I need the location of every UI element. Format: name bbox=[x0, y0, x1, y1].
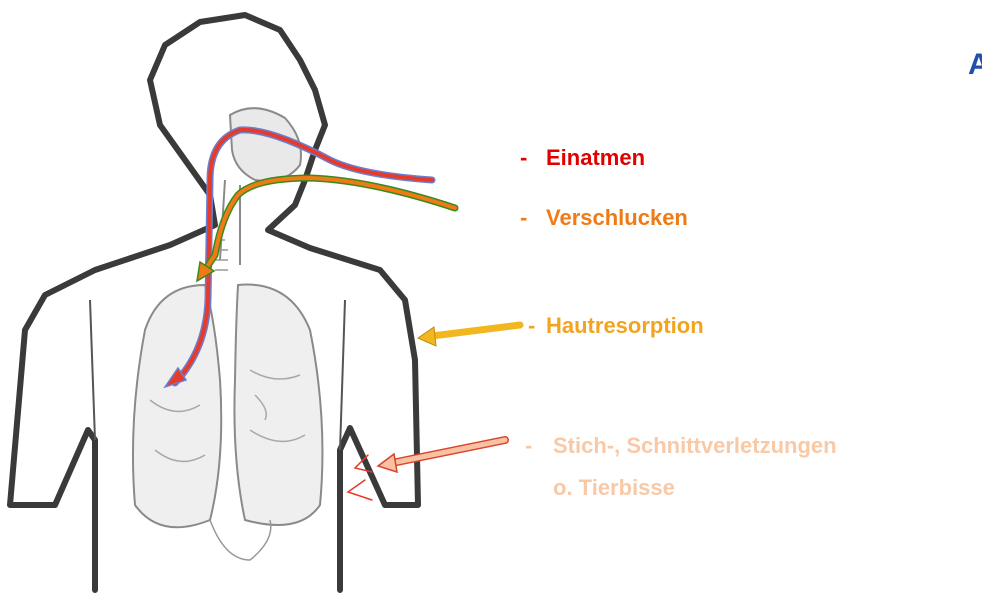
wound-arrowhead bbox=[378, 454, 397, 472]
label-verschlucken: -Verschlucken bbox=[520, 205, 688, 231]
skin-arrow bbox=[432, 325, 520, 336]
wound-arrow bbox=[392, 440, 505, 463]
label-stich-schnitt-text: Stich-, Schnittverletzungen bbox=[553, 433, 837, 458]
label-dash: - bbox=[528, 313, 546, 339]
label-dash: - bbox=[520, 205, 546, 231]
arm-left-inner bbox=[90, 300, 95, 440]
heart-area bbox=[210, 520, 271, 560]
edge-letter: A bbox=[968, 48, 982, 82]
label-einatmen-text: Einatmen bbox=[546, 145, 645, 170]
skin-arrowhead bbox=[418, 327, 436, 346]
label-einatmen: -Einatmen bbox=[520, 145, 645, 171]
label-tierbisse: o. Tierbisse bbox=[553, 475, 675, 501]
label-verschlucken-text: Verschlucken bbox=[546, 205, 688, 230]
label-hautresorption: -Hautresorption bbox=[528, 313, 704, 339]
label-dash: - bbox=[520, 145, 546, 171]
right-lung bbox=[234, 285, 322, 525]
label-hautresorption-text: Hautresorption bbox=[546, 313, 704, 338]
arm-right-inner bbox=[340, 300, 345, 450]
label-dash: - bbox=[525, 433, 553, 459]
label-stich-schnitt: -Stich-, Schnittverletzungen bbox=[525, 433, 837, 459]
label-tierbisse-text: o. Tierbisse bbox=[553, 475, 675, 500]
